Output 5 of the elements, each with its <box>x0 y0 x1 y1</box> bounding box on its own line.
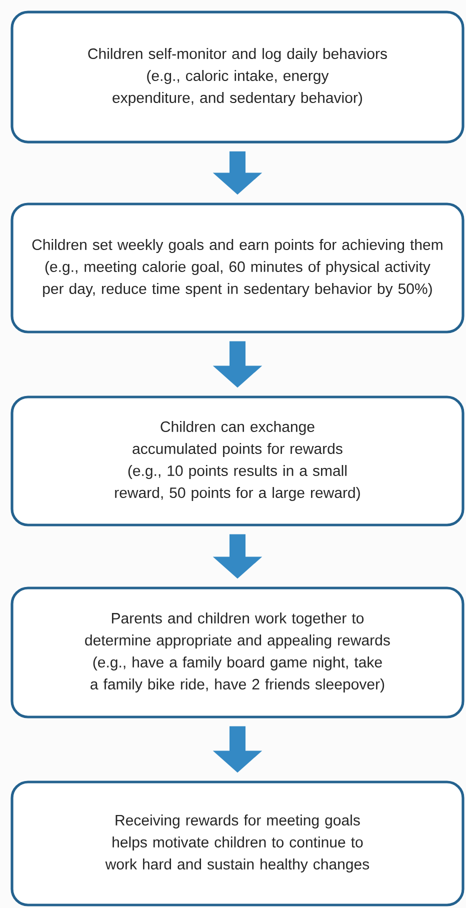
process-box: Children set weekly goals and earn points for achieving them (e.g., meeting calorie goal, 60 minutes of physical activity per day, reduce time spent in sedentary behavior by 50%) <box>10 202 464 334</box>
process-box: Children self-monitor and log daily behaviors (e.g., caloric intake, energy expenditure, and sedentary behavior) <box>10 10 464 144</box>
process-box: Receiving rewards for meeting goals helps motivate children to continue to work hard and sustain healthy changes <box>10 780 464 906</box>
process-box: Parents and children work together to determine appropriate and appealing rewards (e.g., have a family board game night, take a family bike ride, have 2 friends sleepover) <box>10 586 464 718</box>
process-box: Children can exchange accumulated points for rewards (e.g., 10 points results in a small reward, 50 points for a large reward) <box>10 396 464 526</box>
